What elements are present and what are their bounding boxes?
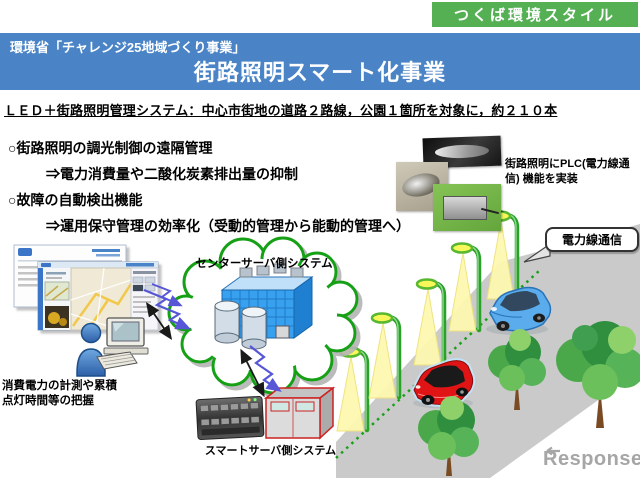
road — [336, 224, 640, 478]
page-title: 街路照明スマート化事業 — [193, 60, 447, 85]
monitoring-label: 消費電力の計測や累積点灯時間等の把握 — [2, 380, 117, 408]
tree — [556, 321, 640, 428]
logo-arrow-icon — [546, 446, 560, 456]
network-links — [143, 283, 282, 398]
plc-note: 街路照明にPLC(電力線通信) 機能を実装 — [505, 158, 630, 185]
badge-tsukuba-style: つくば環境スタイル — [432, 2, 638, 27]
streetlight-row — [336, 210, 520, 433]
lead-sentence: ＬＥＤ＋街路照明管理システム：中心市街地の道路２路線，公園１箇所を対象に，約２１… — [4, 103, 558, 118]
smart-server-label: スマートサーバ側システム — [204, 445, 337, 457]
tree — [488, 329, 546, 410]
datacenter-building — [214, 263, 314, 350]
car-blue — [486, 286, 552, 335]
response-logo: Response. — [543, 448, 640, 470]
smart-server-cabinet — [263, 386, 336, 440]
streetlight — [413, 278, 447, 367]
powerline-callout: 電力線通信 — [545, 227, 639, 252]
plc-module-shape — [443, 196, 487, 220]
bullet-item: ⇒電力消費量や二酸化炭素排出量の抑制 — [46, 166, 298, 182]
center-server-label: センターサーバ側システム — [195, 258, 333, 270]
bullet-item: ○街路照明の調光制御の遠隔管理 — [8, 140, 213, 156]
tree — [418, 396, 479, 476]
operator-person — [76, 322, 106, 377]
smart-server-rack — [195, 395, 265, 441]
photo-plc-module — [433, 184, 501, 231]
streetlight — [368, 312, 402, 400]
ministry-line: 環境省「チャレンジ25地域づくり事業」 — [10, 40, 246, 55]
luminaire-shape — [434, 144, 490, 159]
bullet-item: ⇒運用保守管理の効率化（受動的管理から能動的管理へ） — [46, 218, 410, 234]
desktop-computer — [96, 317, 149, 370]
database-cylinder — [214, 300, 267, 350]
title-band: 環境省「チャレンジ25地域づくり事業」 街路照明スマート化事業 — [0, 33, 640, 90]
bullet-item: ○故障の自動検出機能 — [8, 192, 143, 208]
streetlight — [448, 242, 482, 333]
